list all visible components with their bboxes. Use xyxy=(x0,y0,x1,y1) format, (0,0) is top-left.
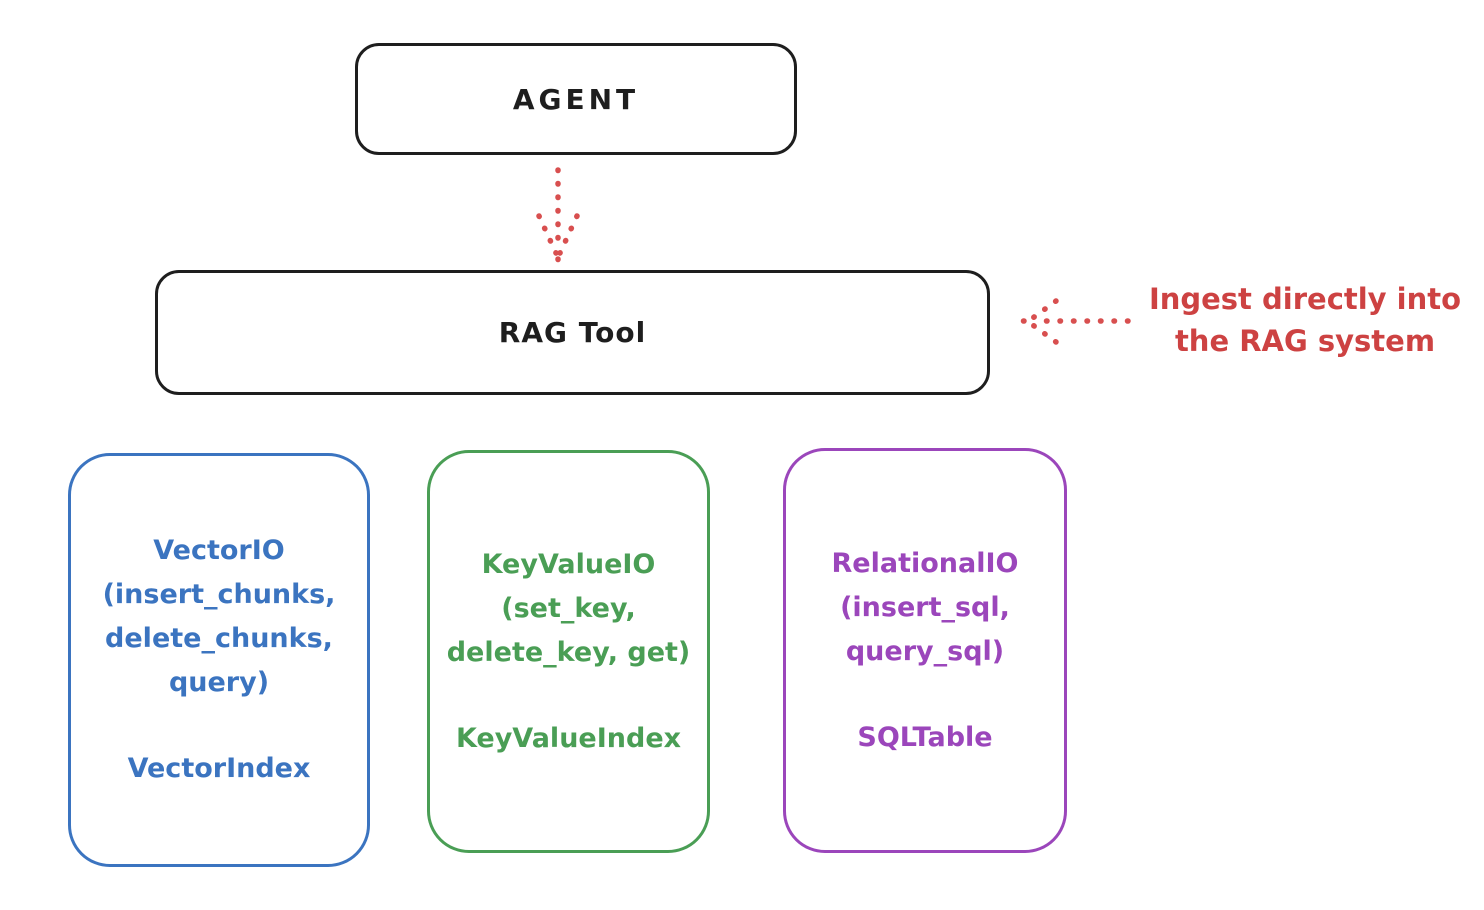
vector-io-signature: VectorIO (insert_chunks, delete_chunks, … xyxy=(103,529,336,705)
rag-tool-node-label: RAG Tool xyxy=(498,316,647,349)
keyvalue-io-method-line2: delete_key, get) xyxy=(446,636,691,668)
keyvalue-io-title: KeyValueIO xyxy=(481,548,656,580)
vector-io-node: VectorIO (insert_chunks, delete_chunks, … xyxy=(68,453,370,867)
vector-index-label: VectorIndex xyxy=(127,753,311,784)
ingest-annotation-line2: the RAG system xyxy=(1174,324,1436,358)
relational-io-method-line1: (insert_sql, xyxy=(840,591,1010,623)
relational-io-node: RelationalIO (insert_sql, query_sql) SQL… xyxy=(783,448,1067,853)
agent-node: AGENT xyxy=(355,43,797,155)
relational-io-signature: RelationalIO (insert_sql, query_sql) xyxy=(832,542,1019,674)
vector-io-method-line2: delete_chunks, xyxy=(105,623,333,654)
relational-io-title: RelationalIO xyxy=(831,547,1019,579)
keyvalue-io-node: KeyValueIO (set_key, delete_key, get) Ke… xyxy=(427,450,710,853)
vector-io-method-line1: (insert_chunks, xyxy=(102,579,336,610)
vector-io-title: VectorIO xyxy=(153,535,285,566)
sql-table-label: SQLTable xyxy=(857,721,993,753)
vector-io-method-line3: query) xyxy=(168,667,270,698)
keyvalue-io-signature: KeyValueIO (set_key, delete_key, get) xyxy=(447,543,691,675)
ingest-annotation-line1: Ingest directly into xyxy=(1148,282,1462,316)
relational-io-method-line2: query_sql) xyxy=(845,635,1005,667)
rag-tool-node: RAG Tool xyxy=(155,270,990,395)
ingest-annotation-text: Ingest directly into the RAG system xyxy=(1135,278,1475,362)
agent-node-label: AGENT xyxy=(512,82,640,116)
keyvalue-io-method-line1: (set_key, xyxy=(501,592,636,624)
ingest-annotation-arrow xyxy=(1020,298,1131,345)
agent-to-rag-arrow xyxy=(536,167,580,263)
keyvalue-index-label: KeyValueIndex xyxy=(455,722,682,754)
